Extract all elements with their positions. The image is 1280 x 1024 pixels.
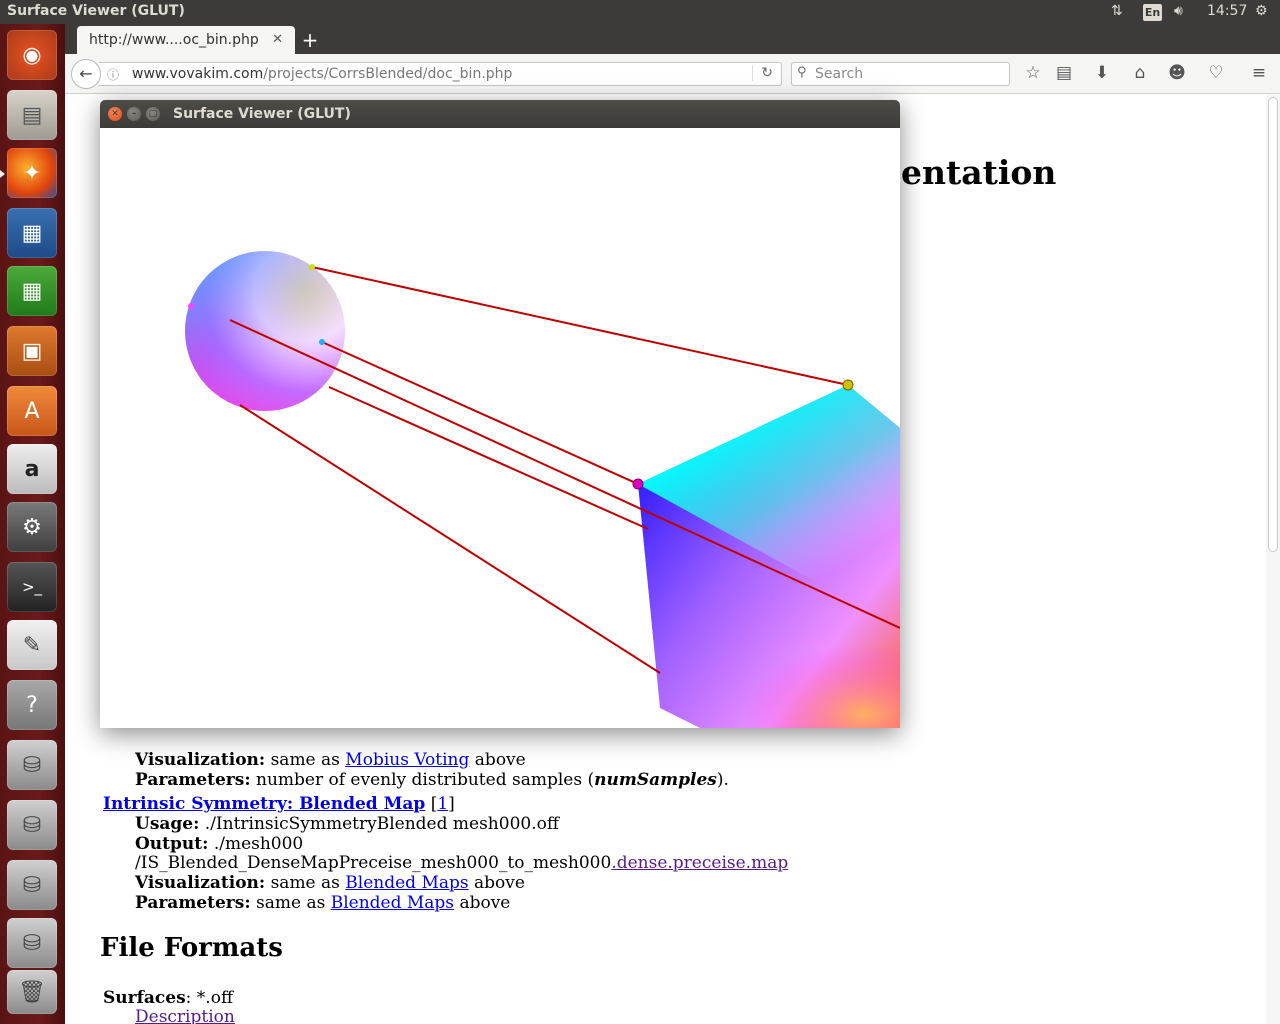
chat-icon[interactable]: ☻ [1168,63,1186,83]
mobius-parameters-line: Parameters: number of evenly distributed… [135,770,729,790]
intrinsic-symmetry-link[interactable]: Intrinsic Symmetry: Blended Map [103,794,426,814]
active-app-indicator [0,170,5,178]
active-window-title: Surface Viewer (GLUT) [7,3,185,19]
polyhedron-point [632,478,644,490]
blended-maps-link[interactable]: Blended Maps [345,873,469,893]
back-button[interactable]: ← [71,59,101,89]
url-bar[interactable]: ⓘ www.vovakim.com/projects/CorrsBlended/… [99,62,782,86]
file-formats-heading: File Formats [100,933,283,963]
drive-icon[interactable]: ⛁ [7,800,57,850]
volume-icon[interactable]: 🔊︎ [1174,3,1183,19]
glut-window[interactable]: ✕ – □ Surface Viewer (GLUT) [100,100,900,728]
downloads-icon[interactable]: ⬇ [1094,63,1110,83]
drive-icon[interactable]: ⛁ [7,918,57,968]
top-panel: Surface Viewer (GLUT) ⇅ En 🔊︎ 14:57 ⚙ [0,0,1280,24]
polyhedron-mesh [638,385,900,728]
ubuntu-dash-icon[interactable]: ◉ [7,30,57,80]
home-icon[interactable]: ⌂ [1134,63,1146,83]
correspondence-lines [229,266,900,674]
navigation-toolbar: ⓘ www.vovakim.com/projects/CorrsBlended/… [65,54,1280,94]
impress-icon[interactable]: ▣ [7,326,57,376]
sphere-point [188,303,194,309]
maximize-window-icon[interactable]: □ [146,107,160,121]
text-editor-icon[interactable]: ✎ [7,620,57,670]
reload-icon[interactable]: ↻ [752,65,773,81]
mobius-voting-link[interactable]: Mobius Voting [345,750,470,770]
mobius-visualization-line: Visualization: same as Mobius Voting abo… [135,750,526,770]
intrinsic-visualization-line: Visualization: same as Blended Maps abov… [135,873,525,893]
launcher: ◉ ▤ ✦ ▦ ▦ ▣ A a ⚙ >_ ✎ ? ⛁ ⛁ ⛁ ⛁ 🗑︎ [0,24,65,1024]
network-icon[interactable]: ⇅ [1111,3,1123,19]
intrinsic-symmetry-title: Intrinsic Symmetry: Blended Map [1] [103,794,455,814]
polyhedron-point [842,379,854,391]
sphere-mesh [185,251,345,411]
calc-icon[interactable]: ▦ [7,266,57,316]
clock[interactable]: 14:57 [1207,3,1248,19]
surfaces-line: Surfaces: *.off [103,988,234,1008]
close-window-icon[interactable]: ✕ [108,107,122,121]
sphere-point [309,264,315,270]
glut-window-title: Surface Viewer (GLUT) [173,106,351,122]
terminal-icon[interactable]: >_ [7,562,57,612]
files-icon[interactable]: ▤ [7,90,57,140]
tab-strip: http://www....oc_bin.php ✕ + [65,24,1280,54]
software-center-icon[interactable]: A [7,386,57,436]
page-scrollbar[interactable] [1266,95,1280,1024]
drive-icon[interactable]: ⛁ [7,740,57,790]
surface-render [185,251,900,728]
search-icon: ⚲ [797,65,807,80]
search-bar[interactable]: ⚲ Search [791,62,1010,86]
search-placeholder: Search [815,66,864,82]
output-path-line: /IS_Blended_DenseMapPreceise_mesh000_to_… [135,853,789,873]
drive-icon[interactable]: ⛁ [7,860,57,910]
intrinsic-parameters-line: Parameters: same as Blended Maps above [135,893,511,913]
reference-1-link[interactable]: 1 [437,794,449,814]
url-text[interactable]: www.vovakim.com/projects/CorrsBlended/do… [132,66,513,82]
system-settings-icon[interactable]: ⚙ [7,502,57,552]
system-gear-icon[interactable]: ⚙ [1255,3,1268,19]
writer-icon[interactable]: ▦ [7,208,57,258]
dense-map-link[interactable]: .dense.preceise.map [611,853,789,873]
site-info-icon[interactable]: ⓘ [107,68,120,82]
sphere-point [319,339,325,345]
description-line: Description [135,1007,235,1024]
trash-icon[interactable]: 🗑︎ [7,970,57,1014]
bookmark-star-icon[interactable]: ☆ [1025,63,1041,83]
menu-icon[interactable]: ≡ [1251,63,1267,83]
keyboard-layout-indicator[interactable]: En [1143,4,1162,21]
minimize-window-icon[interactable]: – [127,107,141,121]
tab-title: http://www....oc_bin.php [89,32,259,48]
usage-line: Usage: ./IntrinsicSymmetryBlended mesh00… [135,814,559,834]
surface-viewer-canvas[interactable] [100,128,900,728]
tab-active[interactable]: http://www....oc_bin.php ✕ [77,26,295,54]
output-line: Output: ./mesh000 [135,834,304,854]
firefox-icon[interactable]: ✦ [7,148,57,198]
amazon-icon[interactable]: a [7,444,57,494]
help-icon[interactable]: ? [7,680,57,730]
close-tab-icon[interactable]: ✕ [272,32,283,47]
glut-titlebar[interactable]: ✕ – □ Surface Viewer (GLUT) [100,100,900,128]
blended-maps-link[interactable]: Blended Maps [330,893,455,913]
new-tab-button[interactable]: + [301,28,319,52]
page-heading: entation [901,153,1057,192]
reading-list-icon[interactable]: ▤ [1055,63,1073,83]
pocket-icon[interactable]: ♡ [1208,63,1224,83]
page-scrollbar-thumb[interactable] [1268,97,1278,552]
description-link[interactable]: Description [135,1007,235,1024]
